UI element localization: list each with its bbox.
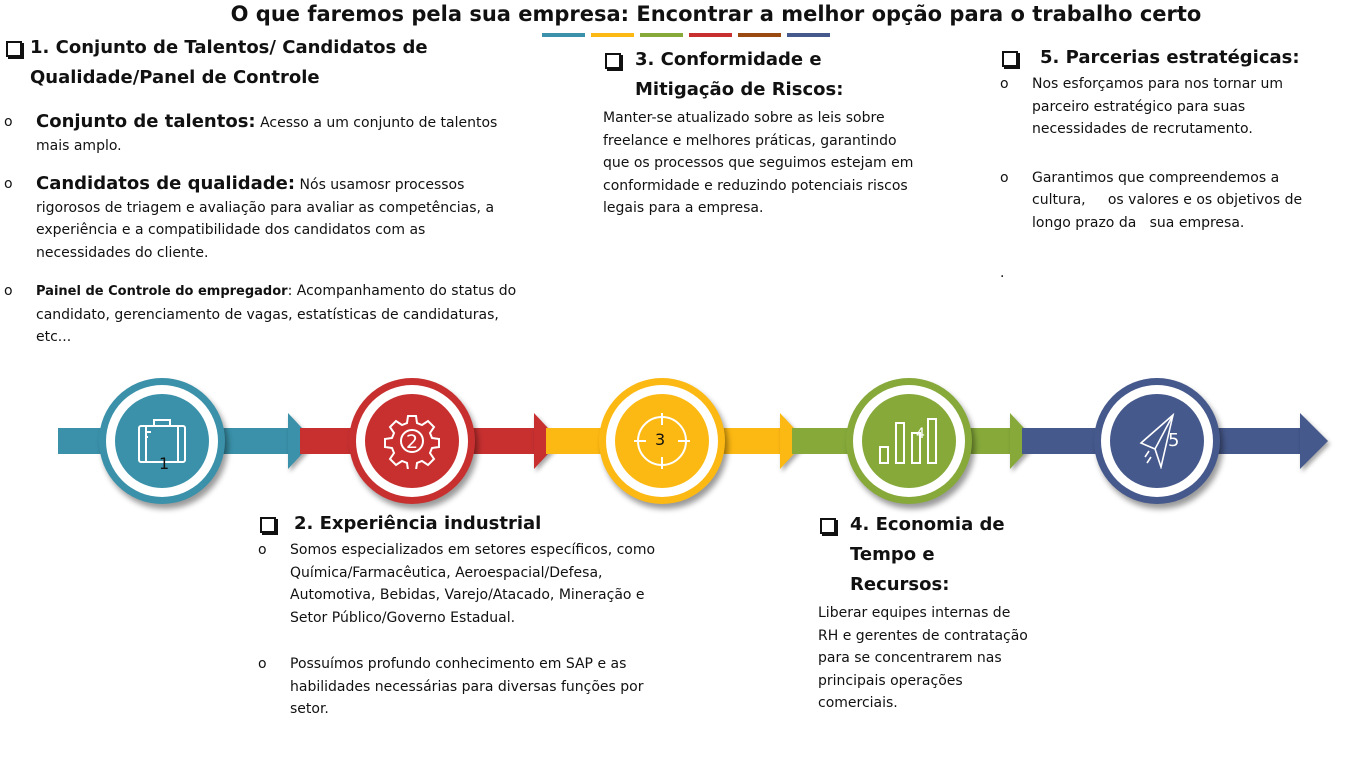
section-1-heading: 1. Conjunto de Talentos/ Candidatos de Q…	[30, 37, 428, 88]
arrow-head-5	[1300, 413, 1328, 469]
list-item: o Painel de Controle do empregador: Acom…	[4, 283, 517, 345]
section-4: 4. Economia de Tempo e Recursos: Liberar…	[818, 510, 1038, 715]
checkbox-icon	[605, 53, 621, 69]
list-item: o Candidatos de qualidade: Nós usamosr p…	[4, 173, 495, 261]
bar-chart-icon	[879, 418, 937, 464]
paper-plane-icon	[1139, 413, 1175, 469]
page-title: O que faremos pela sua empresa: Encontra…	[230, 2, 1202, 26]
step-1-circle: 1	[99, 378, 225, 504]
section-3-text: Manter-se atualizado sobre as leis sobre…	[603, 110, 914, 216]
list-item: o Conjunto de talentos: Acesso a um conj…	[4, 111, 498, 154]
svg-text:2: 2	[406, 431, 418, 453]
section-5-heading: 5. Parcerias estratégicas:	[1040, 47, 1300, 68]
checkbox-icon	[6, 41, 22, 57]
title-color-bars	[542, 33, 830, 37]
checkbox-icon	[260, 517, 276, 533]
step-4-circle: 4	[846, 378, 972, 504]
checkbox-icon	[820, 518, 836, 534]
list-item: o Garantimos que compreendemos a cultura…	[1000, 169, 1307, 231]
section-2-heading: 2. Experiência industrial	[294, 513, 542, 534]
step-5-circle: 5	[1094, 378, 1220, 504]
list-item: o Somos especializados em setores especí…	[258, 542, 656, 626]
target-icon	[634, 413, 690, 469]
gear-icon: 2	[384, 415, 440, 469]
section-3-heading: 3. Conformidade e Mitigação de Riscos:	[635, 49, 844, 100]
briefcase-icon	[138, 419, 186, 463]
section-1: 1. Conjunto de Talentos/ Candidatos de Q…	[4, 33, 524, 349]
section-5: 5. Parcerias estratégicas: o Nos esforça…	[1000, 43, 1330, 285]
step-3-circle: 3	[599, 378, 725, 504]
checkbox-icon	[1002, 51, 1018, 67]
list-item: o Possuímos profundo conhecimento em SAP…	[258, 656, 644, 717]
section-3: 3. Conformidade e Mitigação de Riscos: M…	[603, 45, 933, 220]
step-2-circle: 2	[349, 378, 475, 504]
list-item: o Nos esforçamos para nos tornar um parc…	[1000, 76, 1284, 137]
section-2: 2. Experiência industrial o Somos especi…	[258, 509, 678, 721]
section-4-heading: 4. Economia de Tempo e Recursos:	[850, 514, 1005, 595]
section-4-text: Liberar equipes internas de RH e gerente…	[818, 605, 1028, 711]
